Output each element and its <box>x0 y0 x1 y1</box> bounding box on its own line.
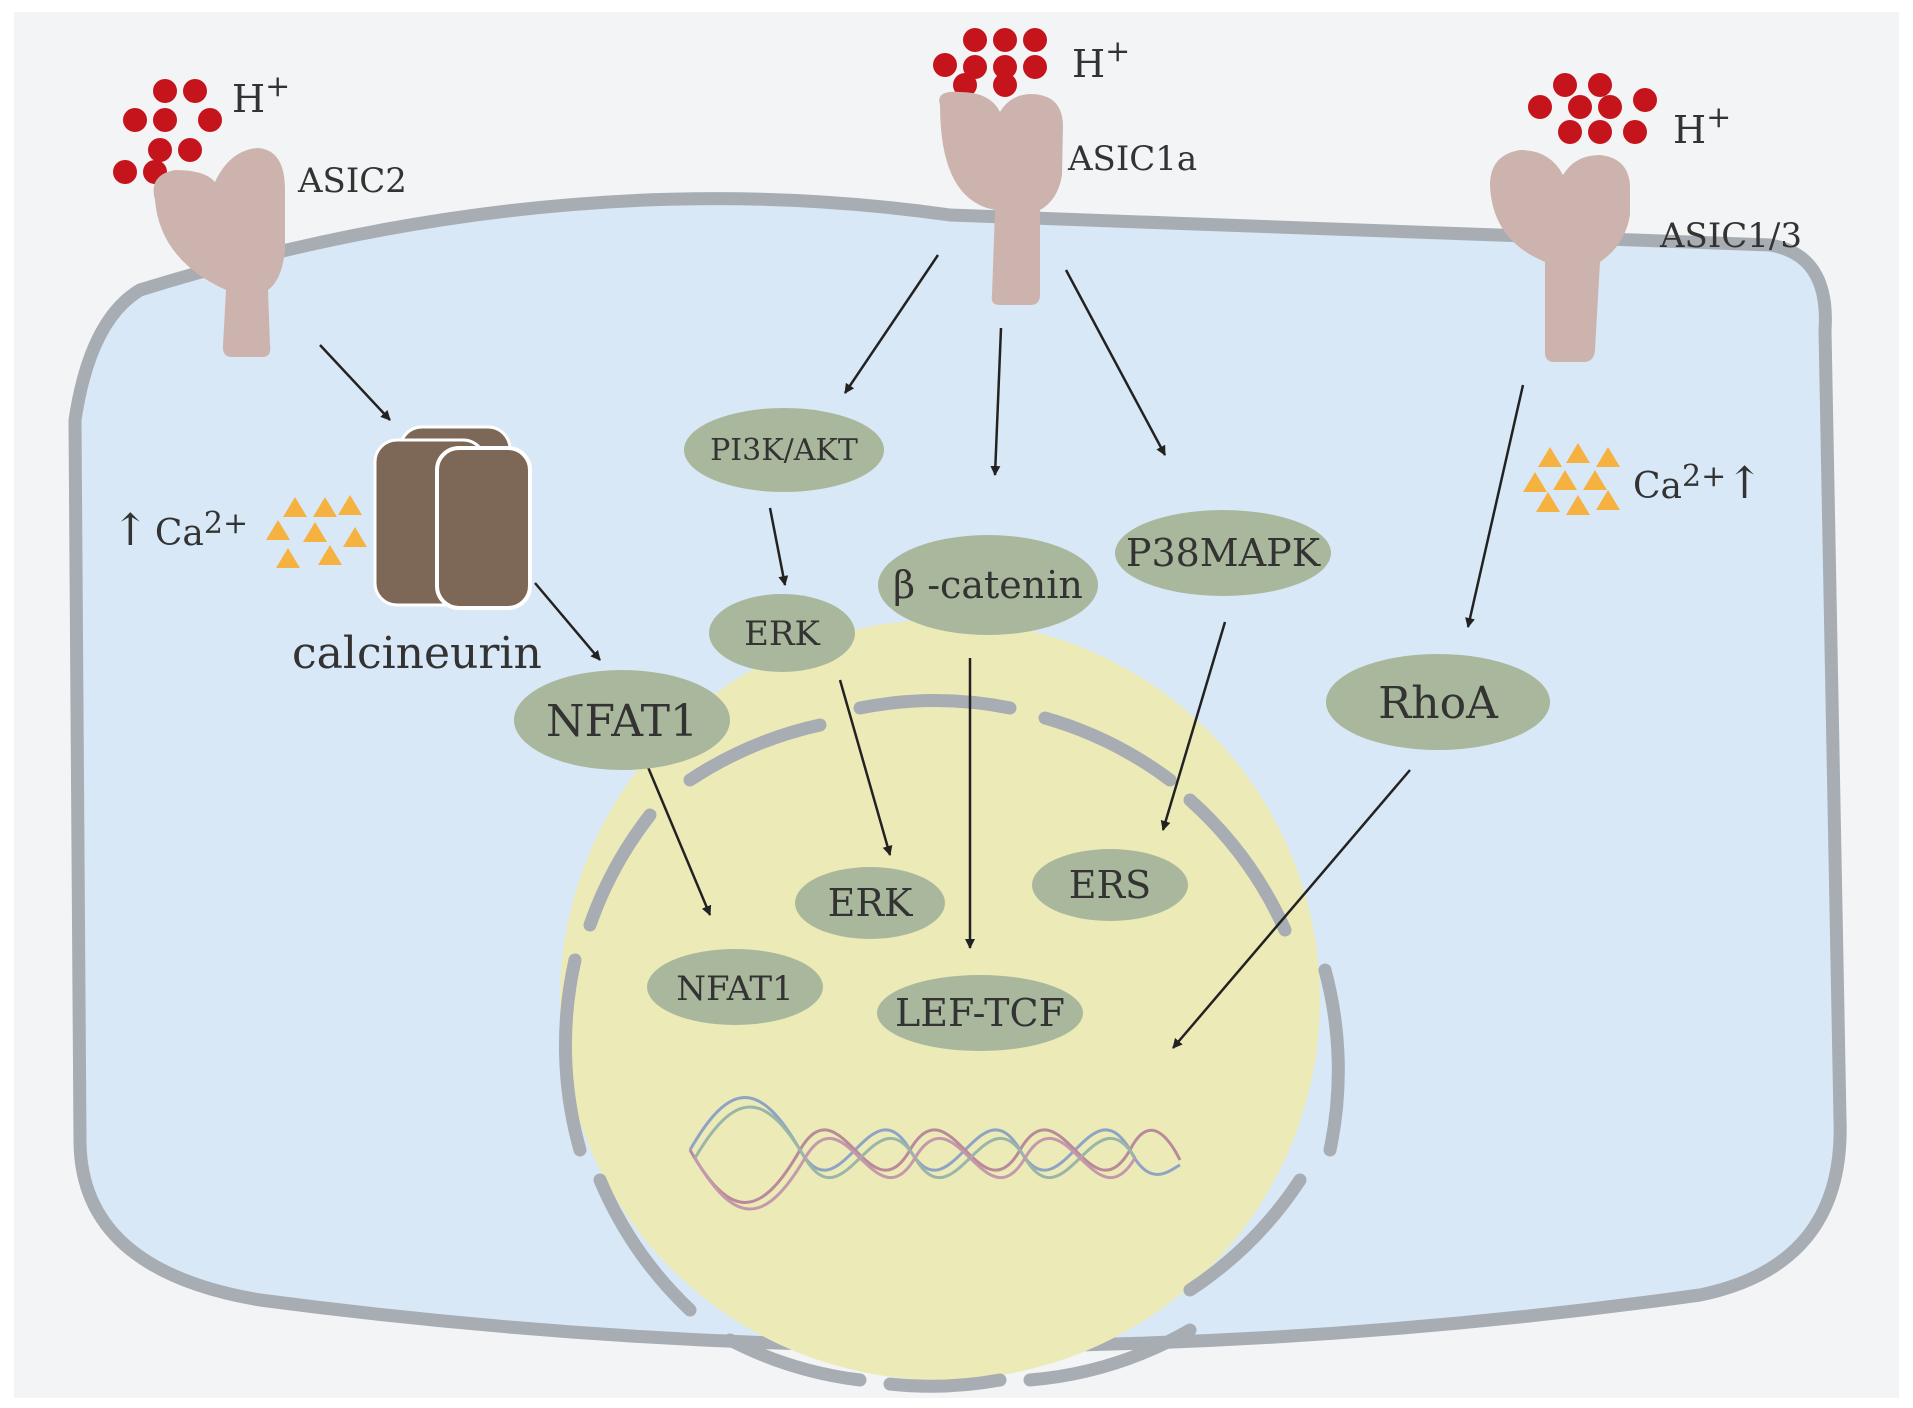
node-beta-catenin-label: β -catenin <box>893 563 1083 607</box>
protons-asic1a <box>933 28 1047 97</box>
nuclear-erk-shape <box>795 867 945 939</box>
arrow-asic2-to-calcineurin <box>319 344 391 421</box>
arrow-erk-to-nuclear-erk <box>838 679 893 856</box>
arrow-p38mapk-to-ers <box>1160 621 1227 831</box>
signaling-arrows <box>319 254 1525 1049</box>
nuclear-lef-tcf-shape <box>877 975 1083 1051</box>
arrow-asic1a-to-beta-catenin <box>990 327 1003 476</box>
asic1a-label: ASIC1a <box>1067 139 1197 179</box>
node-rhoa-shape <box>1326 654 1550 750</box>
asic2-proton-label: H+ <box>232 69 290 121</box>
protons-asic2 <box>113 79 222 184</box>
calcineurin-label: calcineurin <box>292 628 542 679</box>
node-pi3k-akt-shape <box>684 408 884 492</box>
node-p38mapk-shape <box>1115 510 1331 596</box>
calcium-left-label: ↑Ca2+ <box>112 505 248 556</box>
node-rhoa-label: RhoA <box>1378 678 1499 729</box>
node-erk-label: ERK <box>744 614 820 654</box>
arrow-nfat1-to-nuclear-nfat1 <box>643 759 712 916</box>
arrow-pi3k-akt-to-erk <box>768 507 789 586</box>
asic1a-proton-label: H+ <box>1072 34 1130 86</box>
arrow-asic1-3-to-rhoa <box>1465 384 1525 628</box>
nuclear-nfat1-label: NFAT1 <box>676 969 793 1009</box>
nuclear-envelope <box>559 694 1345 1393</box>
node-nfat1-shape <box>514 670 730 770</box>
node-p38mapk-label: P38MAPK <box>1126 531 1321 575</box>
nuclear-ers-label: ERS <box>1069 863 1151 907</box>
asic1-3-receptor-icon <box>1490 150 1630 362</box>
protons-asic1-3 <box>1528 73 1657 144</box>
nuclear-lef-tcf-label: LEF-TCF <box>895 991 1065 1035</box>
nuclear-ers-shape <box>1032 849 1188 921</box>
calcium-right-label: Ca2+↑ <box>1633 458 1763 509</box>
arrow-asic1a-to-p38mapk <box>1064 269 1167 456</box>
arrow-calcineurin-to-nfat1 <box>534 582 601 661</box>
asic1-3-label: ASIC1/3 <box>1659 216 1802 256</box>
calcium-ions-left <box>266 495 367 568</box>
node-beta-catenin-shape <box>878 535 1098 635</box>
arrow-asic1a-to-pi3k-akt <box>843 254 940 394</box>
asic2-label: ASIC2 <box>297 161 407 201</box>
asic1-3-proton-label: H+ <box>1673 100 1731 152</box>
node-pi3k-akt-label: PI3K/AKT <box>710 433 858 468</box>
asic2-receptor-icon <box>153 148 285 357</box>
arrow-rhoa-to-dna <box>1172 769 1411 1049</box>
asic1a-receptor-icon <box>939 91 1063 305</box>
dna-icon <box>688 1096 1182 1211</box>
node-nfat1-label: NFAT1 <box>546 696 698 747</box>
calcineurin-icon <box>373 425 532 610</box>
nuclear-erk-label: ERK <box>828 881 913 925</box>
node-erk-shape <box>709 594 855 672</box>
nuclear-nfat1-shape <box>647 949 823 1025</box>
calcium-ions-right <box>1523 443 1620 515</box>
